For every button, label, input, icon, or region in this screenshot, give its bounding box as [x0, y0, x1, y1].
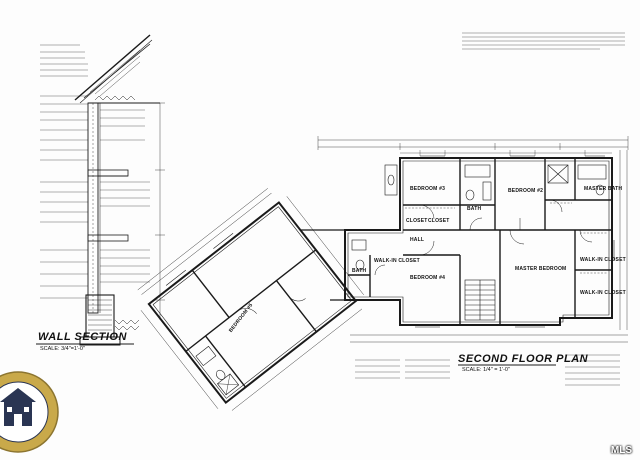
room-label-bedroom-4: BEDROOM #4: [410, 275, 446, 281]
wall-section-title: WALL SECTION: [38, 331, 127, 343]
builder-logo: [0, 371, 59, 453]
room-label-bedroom-3: BEDROOM #3: [410, 186, 446, 192]
room-label-bedroom-2: BEDROOM #2: [508, 188, 544, 194]
room-label-walkin-closet-c: WALK-IN CLOSET: [374, 258, 420, 264]
room-label-master-bath: MASTER BATH: [584, 186, 623, 192]
wall-section-scale: SCALE: 3/4"=1'-0": [40, 346, 85, 352]
room-label-walkin-closet-b: WALK-IN CLOSET: [580, 290, 626, 296]
room-label-master-bedroom: MASTER BEDROOM: [515, 266, 567, 272]
wall-section-drawing: [40, 34, 165, 346]
second-floor-plan-title: SECOND FLOOR PLAN: [458, 353, 589, 365]
mls-watermark: MLS: [610, 445, 632, 456]
room-label-bath-b: BATH: [352, 268, 367, 274]
room-label-hall: HALL: [410, 237, 425, 243]
room-label-closet-b: CLOSET: [428, 218, 450, 224]
staircase: [464, 279, 496, 321]
room-label-bath-a: BATH: [467, 206, 482, 212]
plan-notes: [355, 354, 620, 386]
room-label-walkin-closet-a: WALK-IN CLOSET: [580, 257, 626, 263]
room-label-closet-a: CLOSET: [406, 218, 428, 224]
second-floor-plan-scale: SCALE: 1/4" = 1'-0": [462, 367, 510, 373]
rotated-wing-drawing: [137, 188, 364, 411]
second-floor-plan-drawing: [317, 136, 629, 343]
general-notes-block: [462, 32, 625, 50]
